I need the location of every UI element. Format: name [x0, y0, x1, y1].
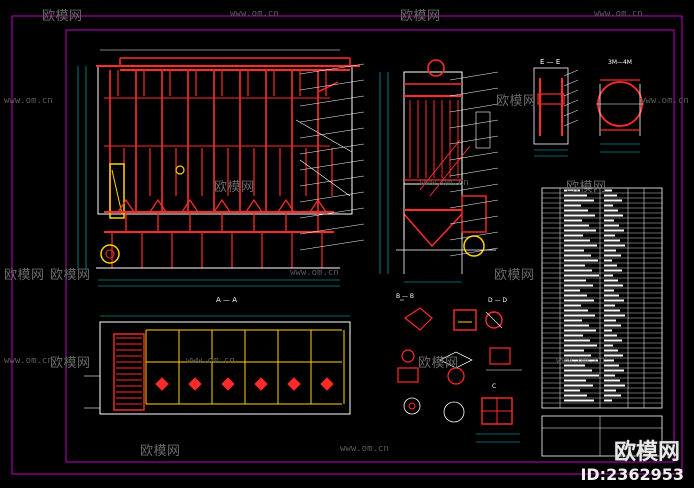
- watermark-brand: 欧模网: [494, 268, 535, 283]
- watermark-url: www.om.cn: [556, 356, 605, 366]
- watermark-url: www.om.cn: [420, 178, 469, 188]
- label-section-ee: E — E: [540, 58, 560, 66]
- watermark-url: www.om.cn: [4, 96, 53, 106]
- watermark-url: www.om.cn: [290, 268, 339, 278]
- watermark-brand: 欧模网: [4, 268, 45, 283]
- inner-frame: [65, 29, 675, 463]
- circular-section-detail: [596, 79, 644, 153]
- watermark-brand: 欧模网: [50, 268, 91, 283]
- label-section-bb: B — B: [396, 293, 414, 300]
- watermark-brand: 欧模网: [140, 444, 181, 459]
- watermark-url: www.om.cn: [230, 9, 279, 19]
- watermark-brand: 欧模网: [400, 9, 441, 24]
- label-section-dd: D — D: [488, 297, 507, 304]
- watermark-id: ID:2362953: [580, 465, 684, 484]
- watermark-brand: 欧模网: [42, 9, 83, 24]
- label-section-c: C: [492, 383, 496, 390]
- front-elevation-view: [77, 49, 365, 287]
- side-elevation-view: [379, 59, 499, 283]
- watermark-url: www.om.cn: [186, 356, 235, 366]
- label-detail: 3M—4M: [608, 59, 632, 66]
- watermark-brand: 欧模网: [566, 180, 607, 195]
- watermark-brand-large: 欧模网: [613, 440, 680, 465]
- watermark-url: www.om.cn: [4, 356, 53, 366]
- watermark-url: www.om.cn: [594, 9, 643, 19]
- label-section-aa: A — A: [216, 296, 237, 304]
- outer-frame: [11, 15, 683, 475]
- section-ee-view: [533, 67, 579, 157]
- watermark-brand: 欧模网: [418, 356, 459, 371]
- section-aa-plan-view: [84, 315, 351, 415]
- watermark-brand: 欧模网: [50, 356, 91, 371]
- parts-list-table: [541, 187, 663, 457]
- detail-views-cluster: [397, 299, 522, 443]
- watermark-brand: 欧模网: [214, 180, 255, 195]
- watermark-brand: 欧模网: [496, 94, 537, 109]
- watermark-url: www.om.cn: [340, 444, 389, 454]
- watermark-url: www.om.cn: [640, 96, 689, 106]
